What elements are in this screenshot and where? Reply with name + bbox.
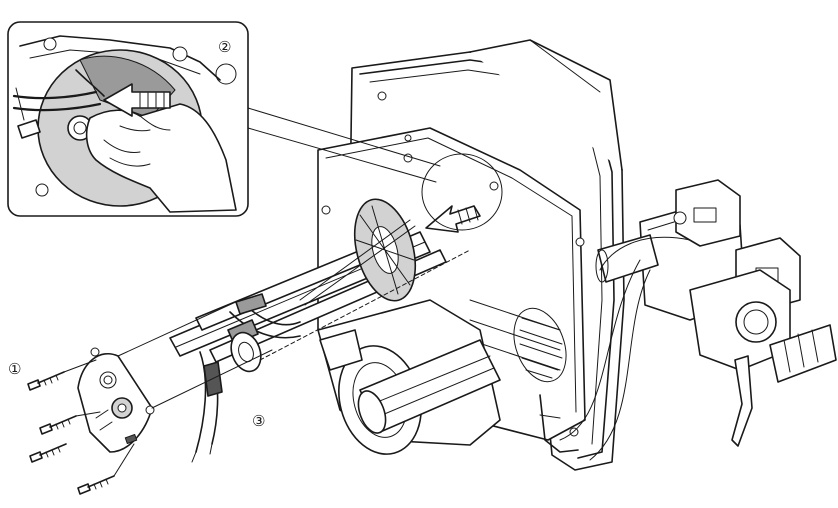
- left-pointing-hatched-arrow-icon: [103, 83, 171, 117]
- left-pointing-hatched-arrow-icon: [425, 205, 481, 233]
- screw: [27, 371, 65, 391]
- cover-plate: [77, 299, 273, 453]
- fan-motor-block: [317, 299, 579, 455]
- screw-set: [27, 359, 135, 495]
- screw: [29, 443, 67, 463]
- screw: [77, 475, 115, 495]
- callout-1: ①: [8, 360, 21, 378]
- burner-head-lance: [169, 198, 471, 463]
- callout-2: ②: [218, 38, 231, 56]
- callout-3: ③: [252, 412, 265, 430]
- gas-valve-assembly: [559, 179, 837, 461]
- screw: [39, 415, 77, 435]
- detail-inset: [7, 21, 503, 231]
